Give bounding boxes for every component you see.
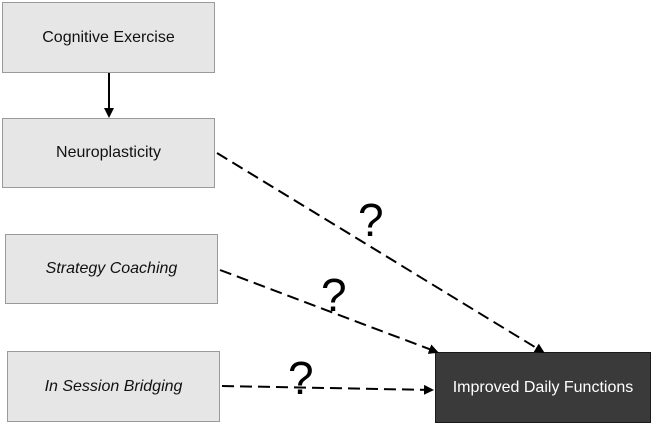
node-neuroplasticity: Neuroplasticity [2,118,215,188]
edge-label-bridging: ? [288,352,314,404]
node-in-session-bridging: In Session Bridging [7,351,220,422]
node-strategy-coaching: Strategy Coaching [5,234,218,304]
edge-label-neuroplasticity: ? [358,194,384,246]
edge-neuroplasticity-to-functions [216,152,545,354]
node-cognitive-exercise: Cognitive Exercise [2,2,215,73]
edge-label-strategy: ? [321,269,347,321]
edge-strategy-to-functions [219,269,439,354]
edge-bridging-to-functions [221,384,434,395]
node-improved-daily-functions: Improved Daily Functions [435,352,651,423]
